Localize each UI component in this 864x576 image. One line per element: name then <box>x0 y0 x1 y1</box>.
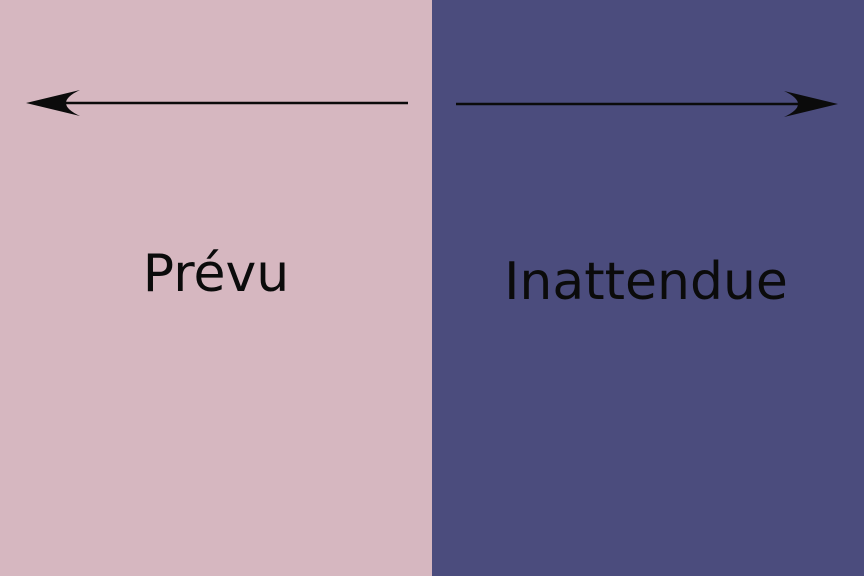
right-arrow-head <box>784 91 838 117</box>
left-arrow-head <box>26 90 80 116</box>
left-panel-label: Prévu <box>142 244 290 304</box>
right-panel: Inattendue <box>432 0 864 576</box>
left-arrow-icon <box>26 90 408 116</box>
right-panel-label: Inattendue <box>504 252 788 312</box>
right-arrow-icon <box>456 91 838 117</box>
left-panel: Prévu <box>0 0 432 576</box>
